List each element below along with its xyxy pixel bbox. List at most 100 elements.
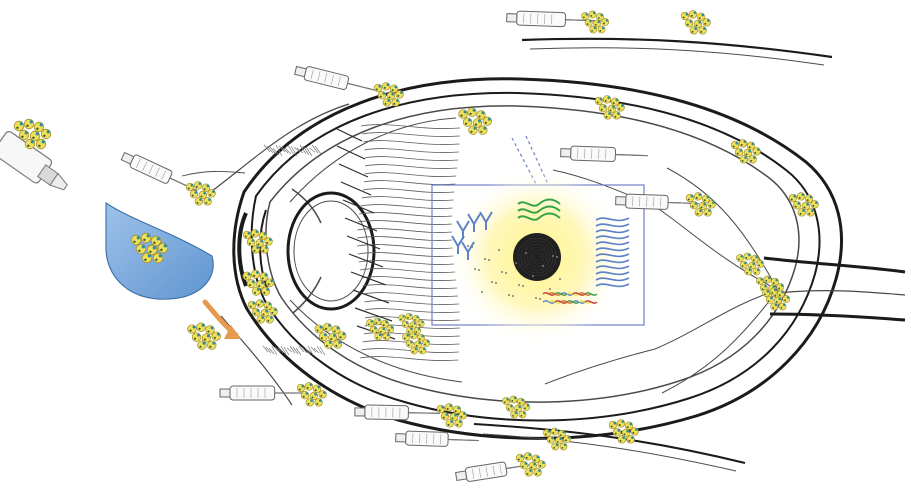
particle-mark [214,337,216,339]
particle-ligand [757,269,760,272]
ciliary-line [361,349,459,353]
particle-ligand [457,407,460,410]
syringe-icon [220,386,307,400]
particle-mark [393,103,395,105]
sketch-line [296,348,301,355]
particle-ligand [199,198,202,201]
particle-ligand [629,423,632,426]
particle-mark [249,243,251,245]
particle-ligand [454,414,457,417]
particle-mark [742,265,744,267]
particle-mark [603,22,605,24]
particle-ligand [374,327,377,330]
particle-ligand [386,83,389,86]
particle-mark [518,458,520,460]
particle-mark [198,328,200,330]
ciliary-line [358,221,452,225]
particle-ligand [410,341,413,344]
particle-mark [456,424,458,426]
particle-ligand [305,392,308,395]
particle-ligand [190,184,193,187]
particle-mark [742,160,744,162]
particle-mark [253,234,255,236]
particle-ligand [314,393,317,396]
particle-ligand [142,245,145,248]
nanoparticle-cluster-icon [736,253,763,275]
particle-ligand [615,99,618,102]
particle-ligand [449,404,452,407]
nanoparticle-core-icon [513,233,561,281]
particle-mark [312,396,314,398]
particle-mark [414,319,416,321]
particle-mark [700,31,702,33]
particle-ligand [441,406,444,409]
particle-ligand [483,127,486,130]
particle-ligand [707,19,710,22]
particle-mark [737,153,739,155]
particle-ligand [418,328,420,330]
particle-mark [204,188,206,190]
particle-ligand [301,385,304,388]
particle-ligand [739,149,742,152]
particle-ligand [783,304,786,307]
particle-mark [27,145,29,147]
particle-ligand [212,190,215,193]
particle-mark [485,122,487,124]
nanoparticle-cluster-icon [374,83,403,107]
particle-ligand [450,420,453,423]
particle-ligand [606,19,609,22]
speck-dot [488,259,490,261]
ciliary-line [361,277,456,281]
particle-mark [733,145,735,147]
particle-ligand [693,11,696,14]
particle-ligand [406,322,408,324]
speck-dot [474,268,476,270]
particle-mark [408,344,410,346]
nanoparticle-cluster-icon [315,323,346,348]
syringe-plunger [561,149,571,157]
particle-mark [268,283,270,285]
lens [288,193,374,309]
particle-mark [245,277,247,279]
particle-ligand [612,106,615,109]
particle-mark [307,387,309,389]
vessel-line [662,290,778,393]
particle-ligand [768,277,771,280]
particle-mark [701,206,703,208]
particle-ligand [529,469,532,472]
particle-ligand [391,326,394,329]
particle-mark [807,199,809,201]
particle-ligand [523,412,526,415]
nanoparticle-cluster-icon [686,193,715,217]
particle-ligand [164,244,167,247]
particle-mark [16,127,18,129]
particle-ligand [337,327,340,330]
nanoparticle-cluster-icon [502,396,529,418]
speck-dot [525,252,527,254]
particle-ligand [252,302,255,305]
particle-mark [687,24,689,26]
particle-mark [340,336,342,338]
particle-mark [411,325,413,327]
particle-ligand [153,246,156,249]
particle-ligand [252,280,255,283]
ciliary-line [365,165,457,169]
particle-mark [758,281,760,283]
particle-ligand [387,99,390,102]
particle-mark [632,432,634,434]
particle-mark [480,131,482,133]
particle-ligand [775,304,778,307]
sketch-line [290,346,295,353]
particle-ligand [608,112,611,115]
particle-mark [407,317,409,319]
particle-mark [376,88,378,90]
particle-mark [197,202,199,204]
particle-ligand [378,85,381,88]
nanoparticle-cluster-icon [595,96,624,120]
particle-mark [263,292,265,294]
particle-mark [741,144,743,146]
particle-mark [754,272,756,274]
particle-ligand [193,325,196,328]
speck-dot [471,246,473,248]
particle-mark [624,433,626,435]
